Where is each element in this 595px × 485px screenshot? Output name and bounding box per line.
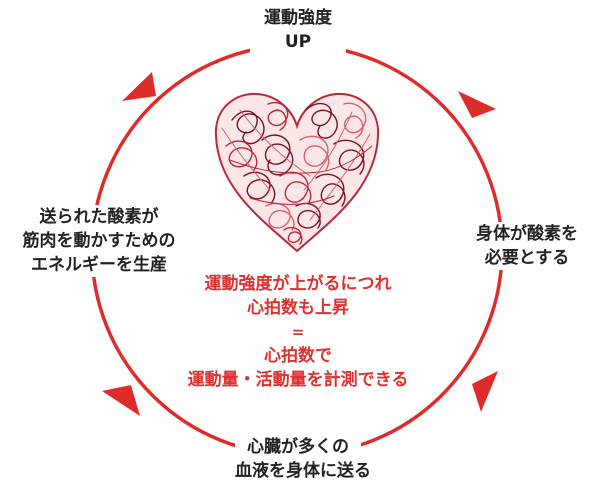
cycle-step-line: エネルギーを生産 [31,255,167,275]
cycle-step-line: 送られた酸素が [39,207,159,227]
cycle-step-bottom: 心臓が多くの 血液を身体に送る [235,435,371,483]
cycle-step-line: 筋肉を動かすための [22,231,176,251]
arrow-top-left [122,72,156,101]
equals-sign: = [291,323,305,341]
cycle-step-right: 身体が酸素を 必要とする [462,222,592,270]
arrow-bottom-left [102,385,140,416]
cycle-step-line: 必要とする [484,248,570,268]
cycle-step-line: UP [284,32,312,52]
scribbled-heart-image [214,92,380,253]
center-line: 運動強度が上がるにつれ [204,274,392,294]
center-explanation: 運動強度が上がるにつれ 心拍数も上昇 = 心拍数で 運動量・活動量を計測できる [170,272,426,392]
cycle-step-line: 心臓が多くの [247,437,349,457]
cycle-step-top: 運動強度 UP [250,6,346,54]
arrow-bottom-right [472,371,498,412]
cycle-step-line: 身体が酸素を [476,224,578,244]
center-line: 運動量・活動量を計測できる [187,370,409,390]
cycle-step-left: 送られた酸素が 筋肉を動かすための エネルギーを生産 [4,205,194,277]
cycle-step-line: 運動強度 [264,8,332,28]
center-line: 心拍数で [264,346,332,366]
center-line: 心拍数も上昇 [247,298,349,318]
cycle-step-line: 血液を身体に送る [235,461,371,481]
arrow-top-right [458,91,496,118]
